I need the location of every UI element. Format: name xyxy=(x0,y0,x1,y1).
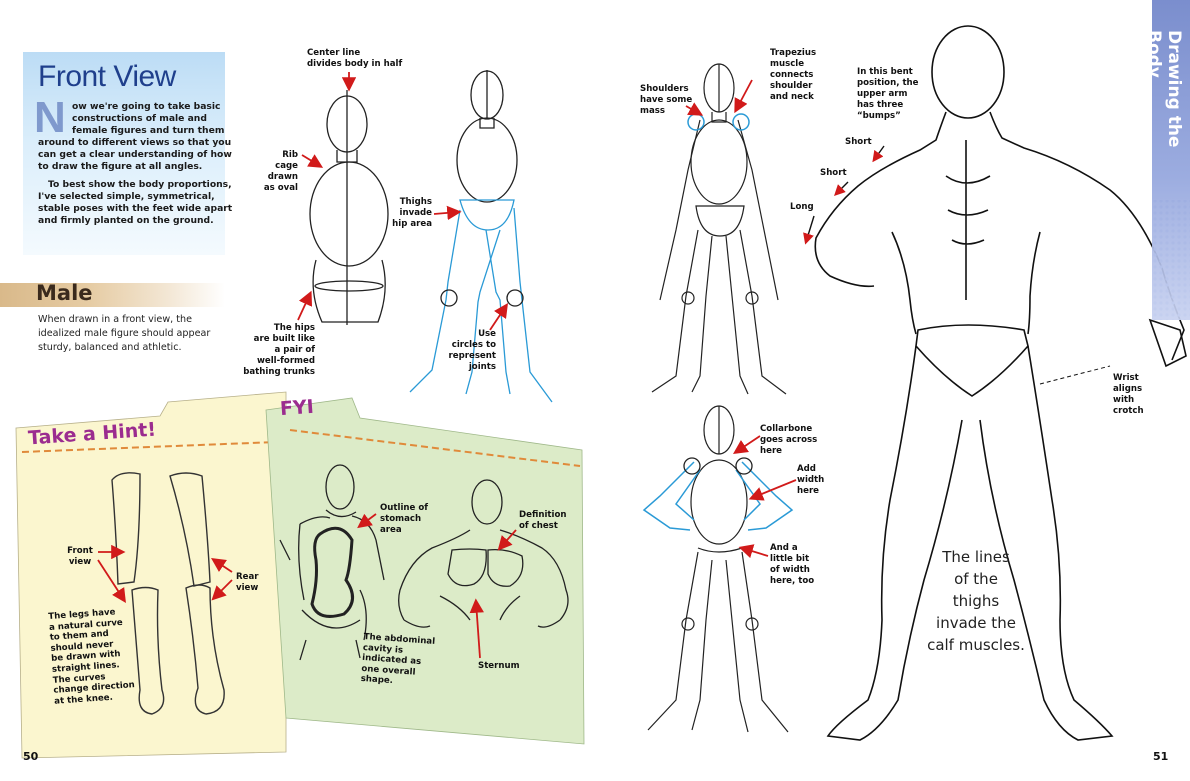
label-trapezius-5: and neck xyxy=(770,92,814,102)
intro-line: to draw the figure at all angles. xyxy=(38,161,203,172)
side-tab xyxy=(1152,0,1190,320)
intro-line: stable poses with the feet wide apart xyxy=(38,203,233,214)
label-chest-2: of chest xyxy=(519,521,558,531)
page-number-right: 51 xyxy=(1153,750,1169,763)
hint-text: The legs have a natural curve to them an… xyxy=(48,606,136,707)
intro-line: can get a clear understanding of how xyxy=(38,149,232,160)
label-hips-4: well-formed xyxy=(256,356,315,366)
label-stomach-3: area xyxy=(380,525,402,535)
caption-line: thighs xyxy=(952,592,1000,610)
label-add-width-3: here xyxy=(797,486,820,496)
label-trapezius-1: Trapezius xyxy=(770,48,817,58)
caption-line: of the xyxy=(954,570,998,588)
caption-line: invade the xyxy=(936,614,1016,632)
intro-line: ow we're going to take basic xyxy=(72,101,221,112)
intro-line: To best show the body proportions, xyxy=(48,179,232,190)
label-hips-1: The hips xyxy=(273,323,315,333)
label-rib-4: as oval xyxy=(263,183,298,193)
label-short-1: Short xyxy=(845,137,872,147)
intro-line: around to different views so that you xyxy=(38,137,232,148)
label-stomach-1: Outline of xyxy=(380,503,429,513)
label-collarbone-3: here xyxy=(760,446,783,456)
caption-line: calf muscles. xyxy=(927,636,1025,654)
label-bent-arm-3: upper arm xyxy=(857,89,908,99)
label-center-line-2: divides body in half xyxy=(307,59,403,69)
label-add-width-1: Add xyxy=(797,464,816,474)
label-sternum: Sternum xyxy=(478,661,520,671)
label-chest-1: Definition xyxy=(519,510,567,520)
label-collarbone-2: goes across xyxy=(760,435,818,445)
label-circles-4: joints xyxy=(468,362,496,372)
intro-box xyxy=(23,52,225,255)
label-shoulders-2: have some xyxy=(640,95,693,105)
label-hips-2: are built like xyxy=(253,334,315,344)
label-collarbone-1: Collarbone xyxy=(760,424,813,434)
label-little-bit-3: of width xyxy=(770,565,810,575)
label-bent-arm-5: “bumps” xyxy=(857,111,901,121)
label-little-bit-1: And a xyxy=(770,543,798,553)
male-body-text: When drawn in a front view, the idealize… xyxy=(38,314,211,353)
label-wrist-3: with xyxy=(1113,395,1135,405)
hint-card xyxy=(15,391,287,759)
label-rib-1: Rib xyxy=(282,150,298,160)
label-center-line-1: Center line xyxy=(307,48,361,58)
label-thighs-1: Thighs xyxy=(399,197,432,207)
label-front-1: Front xyxy=(67,546,93,556)
label-hips-3: a pair of xyxy=(274,345,315,355)
label-trapezius-3: connects xyxy=(770,70,814,80)
page-number-left: 50 xyxy=(23,750,39,763)
label-bent-arm-4: has three xyxy=(857,100,904,110)
dropcap: N xyxy=(34,93,66,142)
figure-construction xyxy=(309,90,389,325)
label-stomach-2: stomach xyxy=(380,514,422,524)
label-circles-3: represent xyxy=(448,351,496,361)
label-little-bit-2: little bit xyxy=(770,554,810,564)
page-title: Front View xyxy=(38,60,176,93)
label-little-bit-4: here, too xyxy=(770,576,815,586)
label-rear-2: view xyxy=(236,583,259,593)
label-wrist-2: aligns xyxy=(1113,384,1143,394)
thighs-caption: The lines of the thighs invade the calf … xyxy=(922,546,1030,656)
intro-line: I've selected simple, symmetrical, xyxy=(38,191,215,202)
label-thighs-2: invade xyxy=(399,208,432,218)
intro-line: female figures and turn them xyxy=(72,125,225,136)
label-circles-1: Use xyxy=(478,329,496,339)
caption-line: The lines xyxy=(942,548,1010,566)
label-bent-arm-1: In this bent xyxy=(857,67,913,77)
label-rib-3: drawn xyxy=(267,172,298,182)
label-long: Long xyxy=(790,202,814,212)
label-shoulders-1: Shoulders xyxy=(640,84,689,94)
label-shoulders-3: mass xyxy=(640,106,665,116)
label-front-2: view xyxy=(68,557,92,567)
label-rib-2: cage xyxy=(275,161,298,171)
intro-line: and firmly planted on the ground. xyxy=(38,215,214,226)
intro-line: constructions of male and xyxy=(72,113,207,124)
label-wrist-4: crotch xyxy=(1113,406,1144,416)
label-trapezius-2: muscle xyxy=(770,59,805,69)
label-short-2: Short xyxy=(820,168,847,178)
label-add-width-2: width xyxy=(797,475,825,485)
side-tab-label: Drawing the Body xyxy=(1144,30,1184,148)
label-thighs-3: hip area xyxy=(392,219,432,229)
label-hips-5: bathing trunks xyxy=(243,367,315,377)
figure-blue-legs xyxy=(409,70,553,403)
figure-front-simple xyxy=(651,63,787,395)
fyi-card xyxy=(265,397,585,745)
label-trapezius-4: shoulder xyxy=(770,81,813,91)
label-circles-2: circles to xyxy=(451,340,496,350)
label-bent-arm-2: position, the xyxy=(857,78,919,88)
fyi-title: FYI xyxy=(279,395,315,421)
label-wrist-1: Wrist xyxy=(1113,373,1139,383)
figure-arms-on-hips xyxy=(647,405,789,733)
male-heading: Male xyxy=(36,281,93,305)
label-rear-1: Rear xyxy=(236,572,259,582)
male-heading-bar xyxy=(0,283,225,307)
fyi-abdominal-text: The abdominal cavity is indicated as one… xyxy=(360,632,435,690)
